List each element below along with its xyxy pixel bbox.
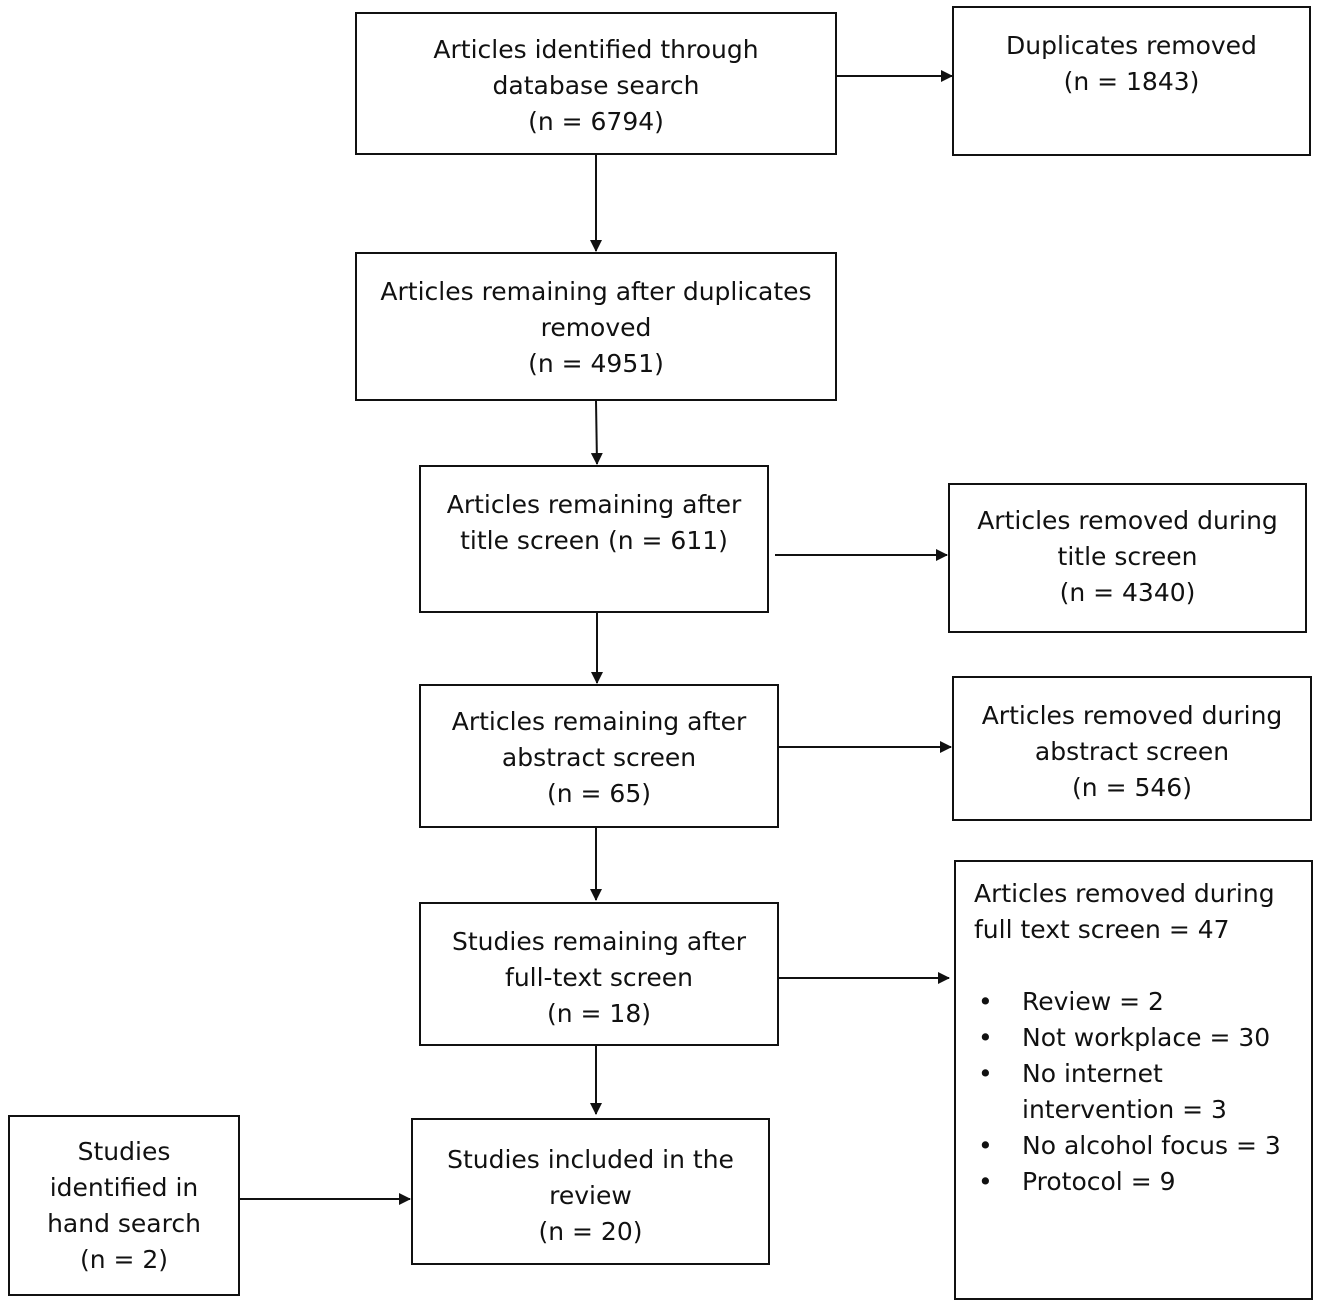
box-text-line: (n = 20) <box>538 1217 643 1246</box>
reason-line: No alcohol focus = 3 <box>1022 1131 1281 1160</box>
reason-not-workplace: Not workplace = 30 <box>974 1020 1281 1056</box>
box-text-line: Articles remaining after duplicates <box>380 277 812 306</box>
box-text-line: Articles identified through <box>433 35 759 64</box>
reason-protocol: Protocol = 9 <box>974 1164 1281 1200</box>
box-text-line: abstract screen <box>1034 737 1230 766</box>
box-hand-search: Studies identified in hand search (n = 2… <box>8 1115 240 1296</box>
reason-line: Protocol = 9 <box>1022 1167 1176 1196</box>
arrow-remaining-to-title <box>590 400 603 465</box>
box-text-line: Studies <box>77 1136 171 1166</box>
box-text-line: (n = 18) <box>546 999 651 1028</box>
box-text-line: Articles remaining after <box>451 707 747 736</box>
box-removed-fulltext-screen: Articles removed during full text screen… <box>954 860 1313 1300</box>
box-text-line: database search <box>492 71 700 100</box>
box-text-line: Articles removed during <box>977 506 1278 535</box>
box-text-line: (n = 65) <box>546 779 651 808</box>
reason-line: intervention = 3 <box>1022 1095 1227 1124</box>
box-text-line: (n = 6794) <box>528 107 664 136</box>
box-text-line: full-text screen <box>505 963 693 992</box>
box-text-line: removed <box>540 313 652 342</box>
reason-line: Not workplace = 30 <box>1022 1023 1271 1052</box>
box-text-line: Articles removed during <box>981 701 1283 730</box>
box-text-line: abstract screen <box>501 743 697 772</box>
reason-line: No internet <box>1022 1059 1163 1088</box>
box-remaining-after-title-screen: Articles remaining after title screen (n… <box>419 465 769 613</box>
box-text-line: (n = 4951) <box>528 349 664 378</box>
box-remaining-after-duplicates: Articles remaining after duplicates remo… <box>355 252 837 401</box>
box-text-line: (n = 546) <box>1072 773 1192 802</box>
box-remaining-after-abstract-screen: Articles remaining after abstract screen… <box>419 684 779 828</box>
box-text-line: Articles remaining after <box>446 490 742 519</box>
box-remaining-after-fulltext-screen: Studies remaining after full-text screen… <box>419 902 779 1046</box>
box-text-line: identified in <box>49 1172 199 1202</box>
box-studies-included: Studies included in the review (n = 20) <box>411 1118 770 1265</box>
box-articles-identified: Articles identified through database sea… <box>355 12 837 155</box>
box-text-line: (n = 1843) <box>1063 67 1200 96</box>
reason-no-alcohol-focus: No alcohol focus = 3 <box>974 1128 1281 1164</box>
box-heading-line: full text screen = 47 <box>974 915 1230 944</box>
box-text-line: Studies included in the <box>447 1145 734 1174</box>
box-duplicates-removed: Duplicates removed (n = 1843) <box>952 6 1311 156</box>
reason-line: Review = 2 <box>1022 987 1164 1016</box>
box-text-line: hand search <box>47 1208 201 1238</box>
box-heading-line: Articles removed during <box>974 879 1275 908</box>
box-removed-title-screen: Articles removed during title screen (n … <box>948 483 1307 633</box>
reason-review: Review = 2 <box>974 984 1281 1020</box>
box-removed-abstract-screen: Articles removed during abstract screen … <box>952 676 1312 821</box>
box-text-line: (n = 2) <box>79 1244 169 1274</box>
exclusion-reasons-list: Review = 2 Not workplace = 30 No interne… <box>974 984 1281 1200</box>
box-text-line: review <box>549 1181 632 1210</box>
reason-no-internet-intervention: No internet intervention = 3 <box>974 1056 1281 1128</box>
box-text-line: title screen (n = 611) <box>460 526 728 555</box>
box-text-line: title screen <box>1057 542 1198 571</box>
box-text-line: Duplicates removed <box>1006 31 1257 60</box>
box-text-line: (n = 4340) <box>1059 578 1196 607</box>
box-text-line: Studies remaining after <box>451 927 746 956</box>
